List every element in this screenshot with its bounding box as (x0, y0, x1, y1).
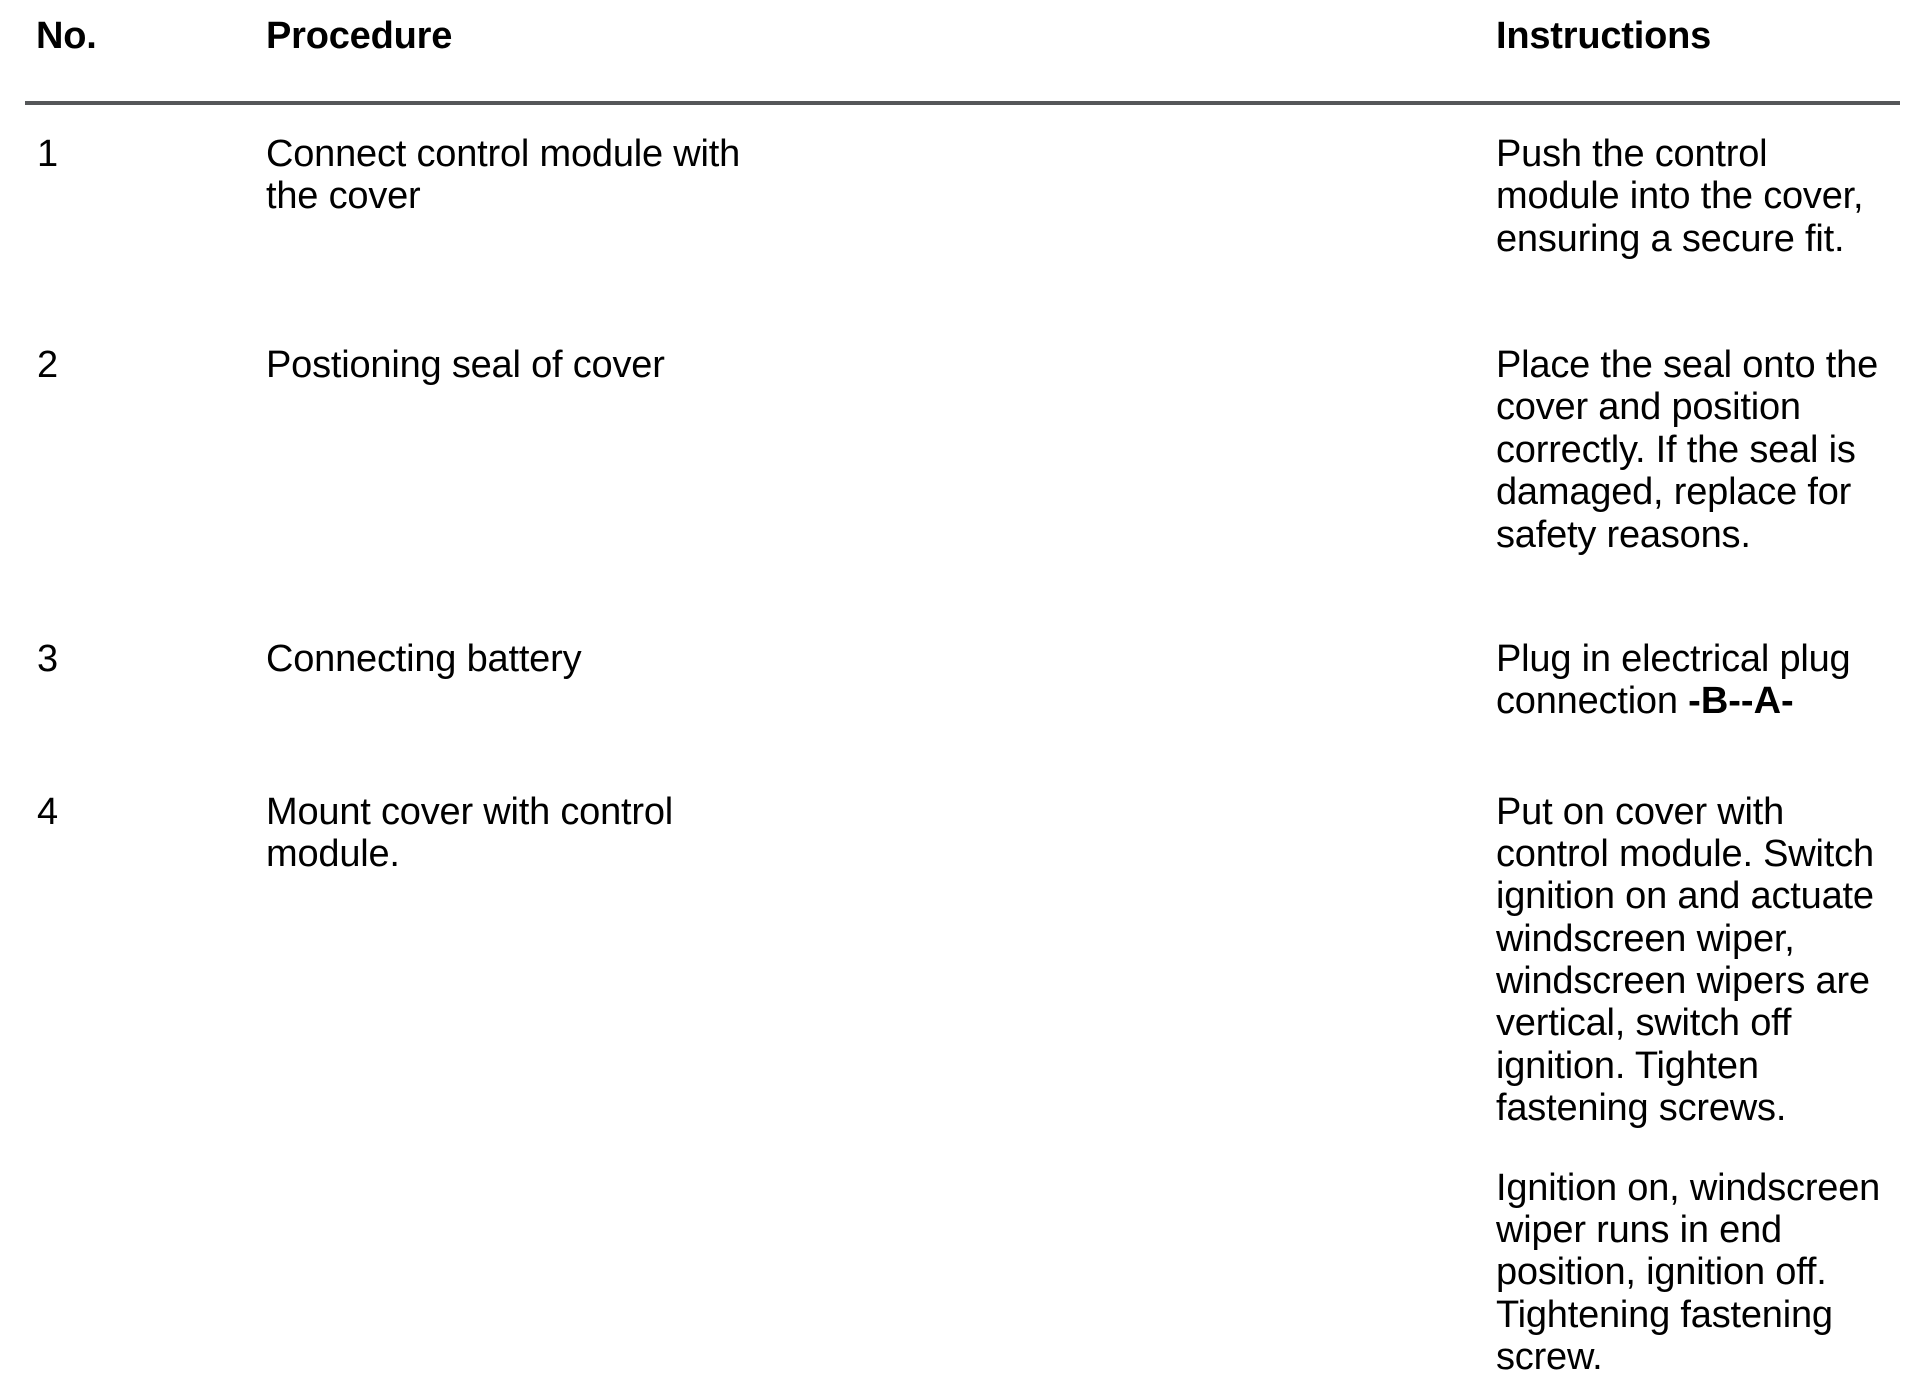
row-number: 3 (25, 616, 140, 769)
procedure-table-page: No. Procedure Instructions 1 Connect con… (0, 0, 1929, 912)
table-row: 2 Postioning seal of cover Place the sea… (25, 322, 1900, 616)
table-body: 1 Connect control module with the cover … (25, 103, 1900, 1378)
instruction-paragraph: Put on cover with control module. Switch… (1496, 791, 1900, 1130)
instruction-text: Plug in electrical plug connection (1496, 638, 1851, 722)
instruction-paragraph: Ignition on, windscreen wiper runs in en… (1496, 1167, 1900, 1378)
row-number: 1 (25, 103, 140, 322)
row-instructions: Place the seal onto the cover and positi… (760, 322, 1900, 616)
row-instructions: Put on cover with control module. Switch… (760, 769, 1900, 1378)
instruction-paragraph: Place the seal onto the cover and positi… (1496, 344, 1900, 556)
table-row: 4 Mount cover with control module. Put o… (25, 769, 1900, 1378)
row-number: 4 (25, 769, 140, 1378)
table-header: No. Procedure Instructions (25, 0, 1900, 103)
instruction-paragraph: Plug in electrical plug connection -B--A… (1496, 638, 1900, 723)
row-procedure: Connect control module with the cover (140, 103, 760, 322)
column-header-procedure: Procedure (140, 0, 760, 103)
row-procedure: Mount cover with control module. (140, 769, 760, 1378)
table-row: 3 Connecting battery Plug in electrical … (25, 616, 1900, 769)
instruction-paragraph: Push the control module into the cover, … (1496, 133, 1900, 260)
row-instructions: Push the control module into the cover, … (760, 103, 1900, 322)
row-number: 2 (25, 322, 140, 616)
procedure-table: No. Procedure Instructions 1 Connect con… (25, 0, 1900, 1378)
row-procedure: Connecting battery (140, 616, 760, 769)
component-designation: -B--A- (1688, 680, 1794, 722)
row-instructions: Plug in electrical plug connection -B--A… (760, 616, 1900, 769)
column-header-instructions: Instructions (760, 0, 1900, 103)
table-row: 1 Connect control module with the cover … (25, 103, 1900, 322)
column-header-no: No. (25, 0, 140, 103)
row-procedure: Postioning seal of cover (140, 322, 760, 616)
